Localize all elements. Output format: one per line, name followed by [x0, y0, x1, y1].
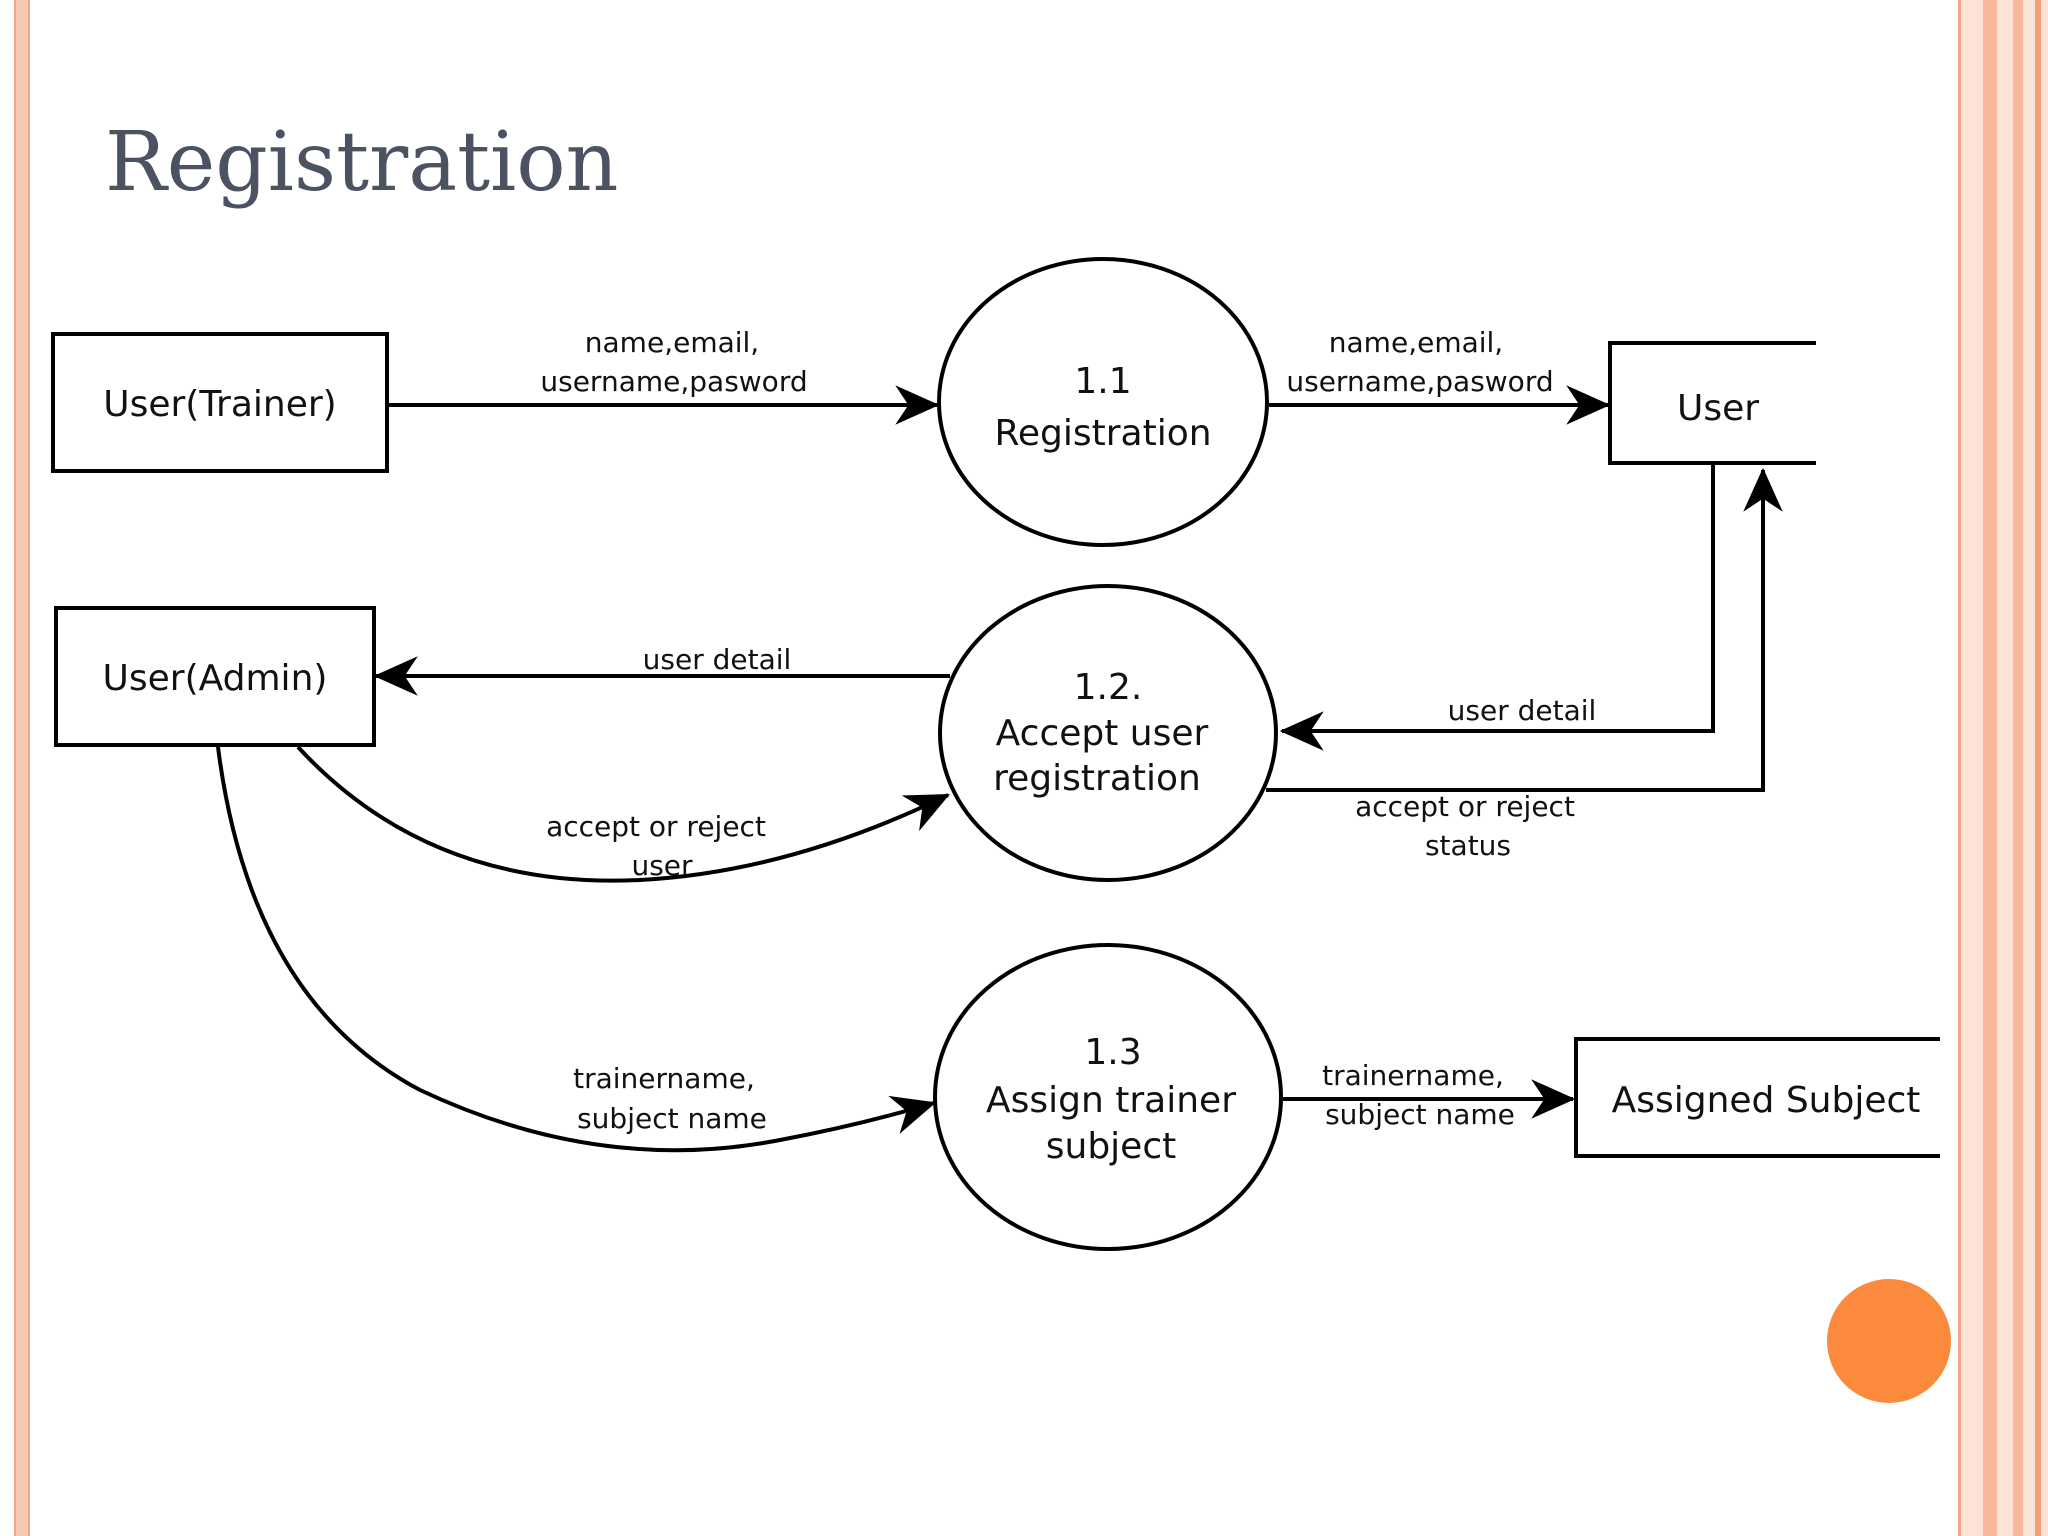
flow-f8-label-line1: trainername, [1322, 1059, 1504, 1092]
process-1-1-name: Registration [994, 413, 1211, 454]
flow-user-to-accept [1279, 463, 1715, 751]
process-1-2-line1: Accept user [996, 713, 1209, 754]
slide-frame-left [14, 0, 30, 1536]
flow-f7-label-line1: trainername, [573, 1062, 755, 1095]
flow-admin-to-assign [216, 746, 937, 1153]
process-1-1-id: 1.1 [1074, 361, 1131, 402]
process-1-2-line2: registration [993, 758, 1201, 799]
process-1-1-circle [937, 257, 1269, 547]
flow-f1-label-line2: username,pasword [540, 365, 807, 398]
flow-f6-label-line2: status [1425, 829, 1511, 862]
entity-user-trainer-label: User(Trainer) [103, 384, 336, 425]
flow-f1-label-line1: name,email, [585, 326, 759, 359]
slide-title: Registration [105, 115, 619, 210]
frame-stripe [2013, 0, 2023, 1536]
frame-stripe [2035, 0, 2041, 1536]
flow-admin-accept-reject [296, 745, 950, 883]
flow-f4-label: user detail [1448, 694, 1597, 727]
flow-f8-label-line2: subject name [1325, 1098, 1515, 1131]
entity-user-trainer-box [51, 332, 389, 473]
flow-f5-label-line2: user [631, 849, 693, 882]
flow-f6-label-line1: accept or reject [1355, 790, 1575, 823]
entity-user-admin-label: User(Admin) [103, 658, 328, 699]
frame-stripe [1983, 0, 1997, 1536]
flow-f2-label-line2: username,pasword [1286, 365, 1553, 398]
store-assigned-subject-box [1574, 1037, 1940, 1158]
flow-f2-label-line1: name,email, [1329, 326, 1503, 359]
process-1-2-circle [938, 584, 1278, 882]
store-assigned-subject-label: Assigned Subject [1612, 1080, 1921, 1121]
flow-accept-status-to-user [1266, 467, 1783, 792]
flow-f7-label-line2: subject name [577, 1102, 767, 1135]
slide-frame-right [1958, 0, 2048, 1536]
process-1-3-id: 1.3 [1084, 1032, 1141, 1073]
process-1-3-line2: subject [1046, 1126, 1176, 1167]
flow-f5-label-line1: accept or reject [546, 810, 766, 843]
accent-dot [1827, 1279, 1951, 1403]
store-user-label: User [1677, 388, 1759, 429]
process-1-2-id: 1.2. [1074, 667, 1143, 708]
flow-f3-label: user detail [643, 643, 792, 676]
process-1-3-line1: Assign trainer [986, 1080, 1236, 1121]
